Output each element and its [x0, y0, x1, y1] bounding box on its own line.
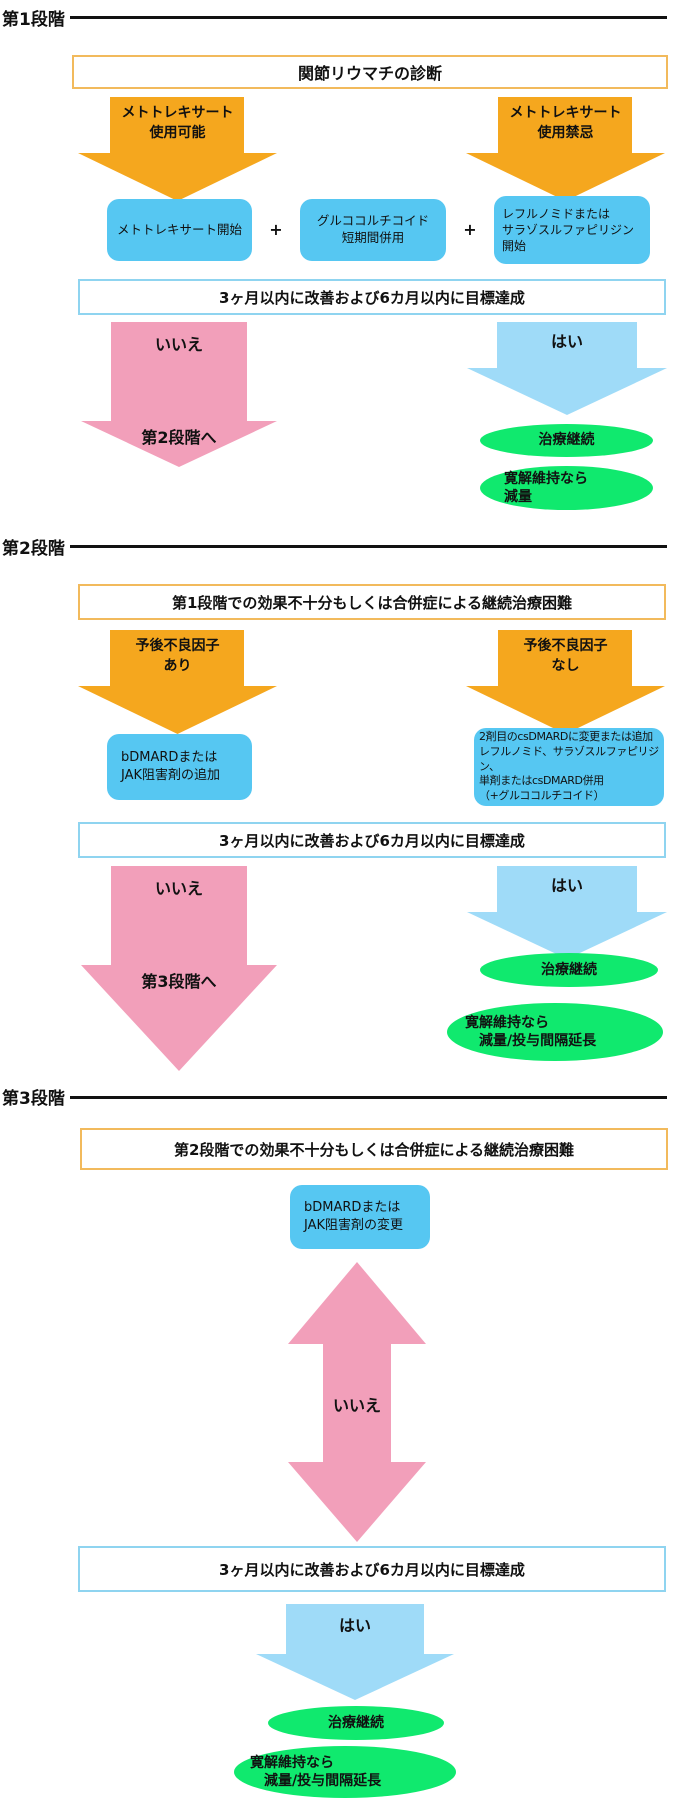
stage2-yes-arrow-body: [497, 866, 637, 912]
stage2-poor-prognosis-no-arrow-body: [498, 630, 632, 686]
stage2-poor-prognosis-yes-label: 予後不良因子 あり: [135, 638, 220, 674]
stage2-treatment-box-bdmard: bDMARDまたは JAK阻害剤の追加: [107, 734, 252, 800]
stage3-outcome-taper-text: 寛解維持なら 減量/投与間隔延長: [250, 1754, 382, 1789]
stage1-no-target-label: 第2段階へ: [141, 428, 217, 447]
stage3-outcome-continue-text: 治療継続: [328, 1714, 384, 1731]
stage2-yes-label: はい: [550, 876, 583, 895]
stage3-divider-line: [70, 1096, 667, 1099]
stage1-goal-box: 3ヶ月以内に改善および6カ月以内に目標達成: [78, 279, 666, 315]
stage1-treatment-box-mtx: メトトレキサート開始: [107, 199, 252, 261]
stage2-outcome-taper: 寛解維持なら 減量/投与間隔延長: [447, 1003, 663, 1061]
stage1-outcome-continue-text: 治療継続: [538, 432, 595, 449]
stage2-poor-prognosis-no-label: 予後不良因子 なし: [523, 638, 608, 674]
stage1-no-label: いいえ: [154, 335, 203, 354]
stage3-yes-arrow-body: [286, 1604, 424, 1654]
stage3-title-box: 第2段階での効果不十分もしくは合併症による継続治療困難: [80, 1128, 668, 1170]
stage1-mtx-possible-arrow-icon: [78, 153, 277, 201]
stage3-yes-label: はい: [338, 1616, 371, 1635]
stage3-label: 第3段階: [2, 1089, 65, 1109]
stage3-treatment-box-switch: bDMARDまたは JAK阻害剤の変更: [290, 1185, 430, 1249]
stage1-outcome-continue: 治療継続: [480, 424, 653, 457]
plus-sign-1: +: [269, 220, 283, 239]
stage3-no-arrow-down-icon: [288, 1462, 426, 1542]
stage3-title-text: 第2段階での効果不十分もしくは合併症による継続治療困難: [174, 1140, 574, 1159]
stage2-goal-box: 3ヶ月以内に改善および6カ月以内に目標達成: [78, 822, 666, 858]
stage3-treatment-box-switch-text: bDMARDまたは JAK阻害剤の変更: [304, 1200, 404, 1233]
stage2-treatment-box-csdmard: 2剤目のcsDMARDに変更または追加 レフルノミド、サラゾスルファピリジン、 …: [474, 728, 664, 806]
stage2-treatment-box-csdmard-text: 2剤目のcsDMARDに変更または追加 レフルノミド、サラゾスルファピリジン、 …: [479, 729, 659, 803]
stage1-title-box: 関節リウマチの診断: [72, 55, 668, 89]
stage1-treatment-box-glucocorticoid: グルココルチコイド 短期間併用: [300, 199, 446, 261]
stage1-mtx-possible-arrow-body: [110, 97, 244, 153]
stage1-no-arrow-body: [111, 322, 247, 421]
stage2-title-text: 第1段階での効果不十分もしくは合併症による継続治療困難: [172, 593, 572, 612]
stage2-label: 第2段階: [2, 539, 65, 559]
stage3-no-arrow-body: [323, 1343, 391, 1463]
plus-sign-2: +: [463, 220, 477, 239]
stage1-mtx-forbidden-arrow-body: [498, 97, 632, 153]
stage1-yes-arrow-icon: [467, 368, 667, 415]
stage2-treatment-box-bdmard-text: bDMARDまたは JAK阻害剤の追加: [121, 750, 221, 783]
stage2-yes-arrow-icon: [467, 912, 667, 959]
stage2-no-target-label: 第3段階へ: [141, 972, 217, 991]
stage1-outcome-taper: 寛解維持なら 減量: [480, 466, 653, 510]
stage1-goal-text: 3ヶ月以内に改善および6カ月以内に目標達成: [219, 288, 525, 307]
stage3-no-arrow-up-icon: [288, 1262, 426, 1344]
stage2-no-label: いいえ: [154, 879, 203, 898]
stage1-mtx-possible-label: メトトレキサート 使用可能: [121, 105, 234, 141]
stage1-treatment-box-mtx-text: メトトレキサート開始: [116, 221, 242, 237]
stage1-outcome-taper-text: 寛解維持なら 減量: [504, 470, 588, 505]
stage1-mtx-forbidden-arrow-icon: [466, 153, 665, 201]
stage3-goal-box: 3ヶ月以内に改善および6カ月以内に目標達成: [78, 1546, 666, 1592]
stage1-yes-label: はい: [550, 332, 583, 351]
stage2-outcome-taper-text: 寛解維持なら 減量/投与間隔延長: [465, 1014, 597, 1049]
stage2-poor-prognosis-yes-arrow-icon: [78, 686, 277, 734]
stage3-yes-arrow-icon: [256, 1654, 454, 1700]
stage1-divider-line: [70, 16, 667, 19]
stage2-goal-text: 3ヶ月以内に改善および6カ月以内に目標達成: [219, 831, 525, 850]
stage2-no-arrow-body: [111, 866, 247, 965]
stage3-no-label: いいえ: [332, 1396, 381, 1415]
stage2-title-box: 第1段階での効果不十分もしくは合併症による継続治療困難: [78, 584, 666, 620]
stage2-outcome-continue-text: 治療継続: [541, 961, 597, 978]
stage1-treatment-box-leflunomide: レフルノミドまたは サラゾスルファピリジン 開始: [494, 196, 650, 264]
stage2-outcome-continue: 治療継続: [480, 953, 658, 987]
stage3-outcome-continue: 治療継続: [268, 1706, 444, 1740]
stage3-outcome-taper: 寛解維持なら 減量/投与間隔延長: [234, 1746, 456, 1798]
stage1-title-text: 関節リウマチの診断: [297, 64, 442, 83]
stage1-yes-arrow-body: [497, 322, 637, 368]
stage1-mtx-forbidden-label: メトトレキサート 使用禁忌: [509, 105, 622, 141]
stage1-treatment-box-glucocorticoid-text: グルココルチコイド 短期間併用: [316, 213, 430, 245]
stage1-treatment-box-leflunomide-text: レフルノミドまたは サラゾスルファピリジン 開始: [502, 206, 635, 254]
stage2-poor-prognosis-yes-arrow-body: [110, 630, 244, 686]
stage1-label: 第1段階: [2, 10, 65, 30]
stage2-poor-prognosis-no-arrow-icon: [466, 686, 665, 734]
stage2-divider-line: [70, 545, 667, 548]
stage3-goal-text: 3ヶ月以内に改善および6カ月以内に目標達成: [219, 1560, 525, 1579]
